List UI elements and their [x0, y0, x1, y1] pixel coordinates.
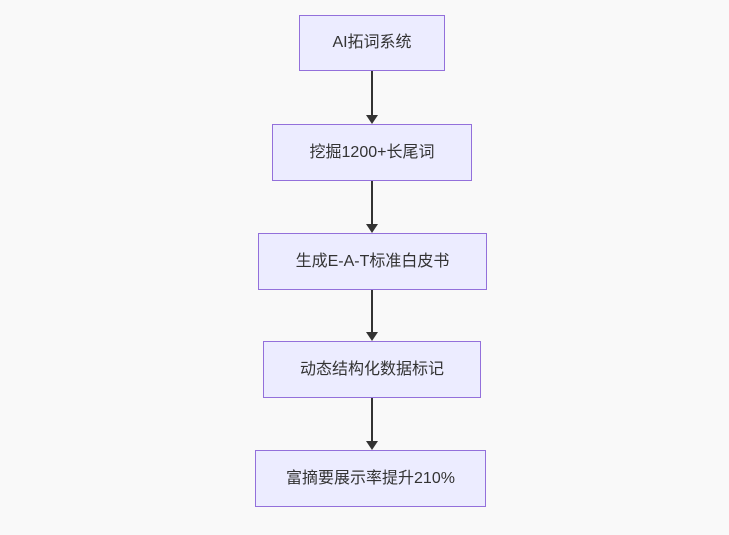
flow-node-mine-longtail-keywords: 挖掘1200+长尾词 [272, 124, 472, 181]
node-label: 富摘要展示率提升210% [286, 469, 455, 487]
flow-node-dynamic-structured-data-markup: 动态结构化数据标记 [263, 341, 481, 398]
flow-node-ai-word-expansion-system: AI拓词系统 [299, 15, 445, 71]
arrow-head-icon [366, 441, 378, 450]
node-label: 挖掘1200+长尾词 [309, 143, 435, 161]
arrow-line [371, 290, 373, 332]
flow-node-generate-eat-whitepaper: 生成E-A-T标准白皮书 [258, 233, 487, 290]
arrow-head-icon [366, 332, 378, 341]
node-label: 生成E-A-T标准白皮书 [295, 252, 450, 270]
node-label: 动态结构化数据标记 [299, 360, 444, 378]
flow-arrow-1 [365, 71, 379, 124]
arrow-head-icon [366, 115, 378, 124]
arrow-line [371, 398, 373, 441]
flow-arrow-2 [365, 181, 379, 233]
flow-node-rich-snippet-rate-increase: 富摘要展示率提升210% [255, 450, 486, 507]
flow-arrow-4 [365, 398, 379, 450]
arrow-head-icon [366, 224, 378, 233]
arrow-line [371, 181, 373, 224]
flow-arrow-3 [365, 290, 379, 341]
arrow-line [371, 71, 373, 115]
node-label: AI拓词系统 [332, 34, 412, 52]
